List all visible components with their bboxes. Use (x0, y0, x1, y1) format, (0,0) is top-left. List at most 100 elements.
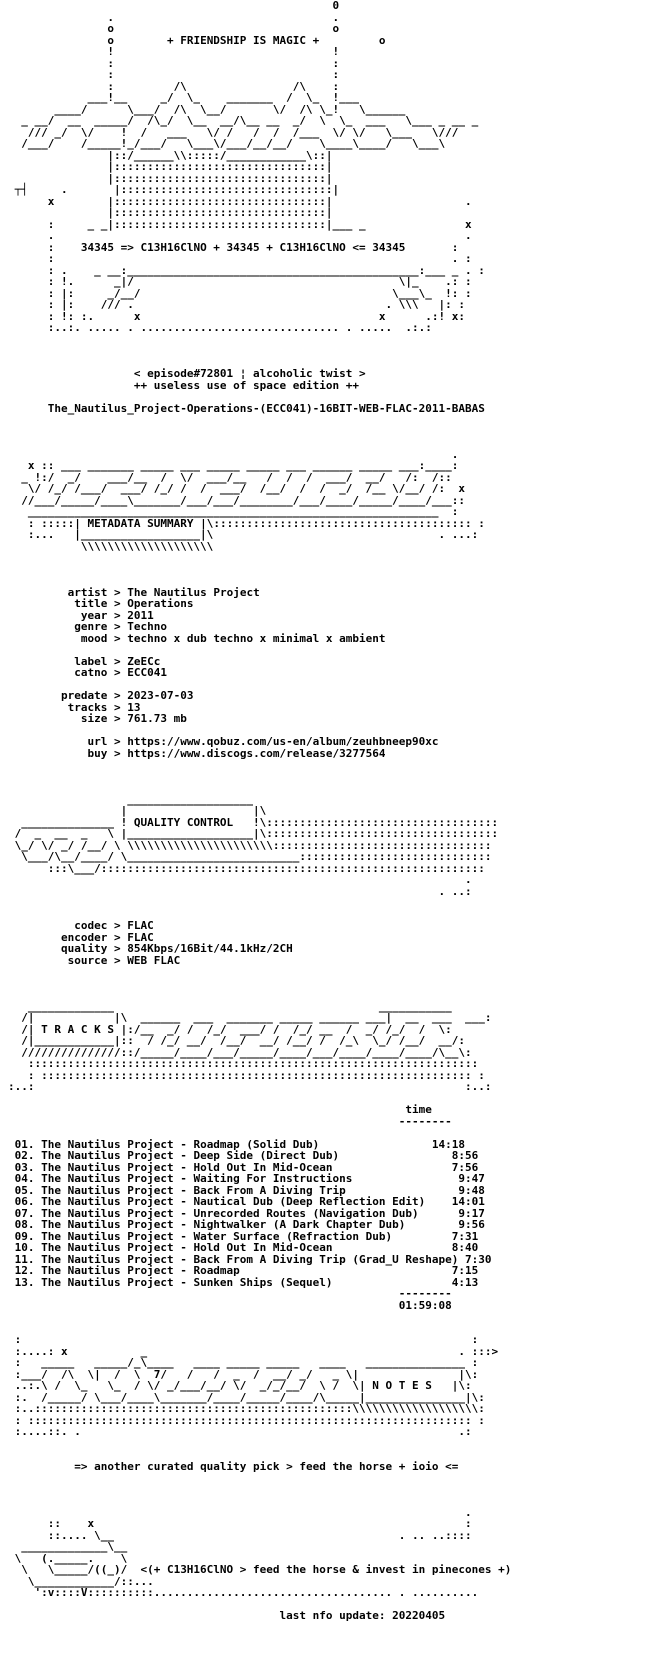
ascii-art: :....::. . .: (8, 1425, 472, 1438)
ascii-art: ':v::::V::::::::::......................… (8, 1586, 479, 1599)
ascii-art: : |: /// . . \\\ |: : (8, 298, 465, 311)
ascii-art: \ \_____/((_)/ <(+ C13H16ClNO > feed the… (8, 1563, 512, 1576)
track-row: 13. The Nautilus Project - Sunken Ships … (14, 1275, 479, 1289)
total-time-row: 01:59:08 (8, 1299, 511, 1312)
footer-tagline: <(+ C13H16ClNO > feed the horse & invest… (140, 1563, 512, 1576)
album-url-link[interactable]: https://www.qobuz.com/us-en/album/zeuhbn… (127, 735, 439, 748)
ascii-art: 0 (8, 0, 340, 12)
last-update: last nfo update: 20220405 (279, 1609, 446, 1622)
notes-heading: N O T E S (372, 1379, 432, 1392)
ascii-art: : ::::::::::::::::::::::::::::::::::::::… (8, 1068, 485, 1082)
ascii-art: | |\ (8, 804, 267, 817)
track-row: 08. The Nautilus Project - Nightwalker (… (14, 1218, 485, 1231)
time-header: time (405, 1103, 432, 1116)
metadata-row: buy > https://www.discogs.com/release/32… (87, 746, 386, 760)
track-row: 04. The Nautilus Project - Waiting For I… (14, 1172, 485, 1185)
track-row: 05. The Nautilus Project - Back From A D… (14, 1183, 485, 1197)
metadata-heading: METADATA SUMMARY (87, 516, 194, 530)
quality-row: encoder > FLAC (60, 930, 154, 944)
ascii-art: . (8, 1505, 472, 1519)
track-row: 06. The Nautilus Project - Nautical Dub … (14, 1195, 485, 1208)
ascii-art: _ !:/ _/ ___/__ / \/ ___/__ / / / ___/ _… (8, 470, 452, 484)
metadata-row: predate > 2023-07-03 (60, 689, 194, 702)
ascii-art: :..: :..: (8, 1080, 492, 1093)
ascii-art: x :: ___ _______ _____ ___ _____ _____ _… (8, 459, 459, 472)
ascii-art: : /\ /\ : (8, 79, 340, 93)
ascii-art: : ::::::::::::::::::::::::::::::::::::::… (8, 1413, 485, 1427)
track-row: 09. The Nautilus Project - Water Surface… (14, 1229, 479, 1243)
quality-heading: QUALITY CONTROL (133, 815, 234, 829)
ascii-art: \____________/::... (8, 1574, 154, 1588)
ascii-art: \_/ \/ _/ /__/ \ \\\\\\\\\\\\\\\\\\\\\\:… (8, 838, 492, 852)
ascii-art: |::/______\\:::::/____________\::| (8, 148, 333, 162)
metadata-row: catno > ECC041 (74, 666, 167, 679)
edition-text: ++ useless use of space edition ++ (133, 378, 360, 392)
ascii-art: o + FRIENDSHIP IS MAGIC + o (8, 33, 386, 47)
ascii-art: < episode#72801 ¦ alcoholic twist > (8, 368, 511, 380)
quality-row: source > WEB FLAC (67, 953, 181, 967)
buy-url-link[interactable]: https://www.discogs.com/release/3277564 (127, 746, 386, 760)
ascii-art: : . : (8, 252, 472, 265)
ascii-art: :....: x _ . :::> (8, 1344, 499, 1358)
notes-row: => another curated quality pick > feed t… (8, 1459, 511, 1473)
metadata-row: mood > techno x dub techno x minimal x a… (80, 631, 386, 645)
track-row: 03. The Nautilus Project - Hold Out In M… (14, 1160, 479, 1174)
ascii-art: . ..: (8, 884, 472, 898)
ascii-art: \\\\\\\\\\\\\\\\\\\\ (8, 539, 214, 553)
metadata-row: genre > Techno (74, 620, 167, 633)
ascii-art: / _ __ _ \ |___________________|\:::::::… (8, 827, 499, 840)
quality-row: codec > FLAC (74, 919, 154, 932)
ascii-art: \ (._____. \ (8, 1551, 472, 1565)
ascii-art: //___/_____/____\_______/___/___/_______… (8, 493, 465, 507)
notes-text: => another curated quality pick > feed t… (74, 1459, 459, 1473)
ascii-art: The_Nautilus_Project-Operations-(ECC041)… (8, 401, 511, 415)
ascii-art: : !. _|/ \|_ .: : (8, 275, 472, 288)
ascii-art: x |::::::::::::::::::::::::::::::::| . (8, 194, 472, 208)
ascii-art: : . _ __:_______________________________… (8, 263, 485, 277)
tracks-heading: T R A C K S (41, 1022, 114, 1036)
ascii-art: :::\___/::::::::::::::::::::::::::::::::… (8, 861, 485, 875)
ascii-art: : : (8, 68, 340, 81)
track-row: 02. The Nautilus Project - Deep Side (Di… (14, 1149, 479, 1162)
ascii-art: ________________________________________… (8, 505, 459, 518)
ascii-art: _____________\__ (8, 1540, 472, 1553)
ascii-art: ..:.\ / \_ \_ / \/ _/___/__/ \/ _/_/__/ … (8, 1379, 472, 1392)
ascii-art: : : (8, 1333, 479, 1346)
ascii-art: o o (8, 22, 340, 35)
ascii-art: : _ _|::::::::::::::::::::::::::::::::|_… (8, 217, 472, 231)
ascii-art: :___/ /\ \| / \ 7/ / / _ / __/ _/ _ \| |… (8, 1367, 479, 1381)
ascii-art: :..:::::::::::::::::::::::::::::::::::::… (8, 1402, 485, 1415)
ascii-art: \/ /_/ /___/ ___/ /_/ / / ___/ /__/ / / … (8, 482, 465, 495)
release-name: The_Nautilus_Project-Operations-(ECC041)… (47, 401, 485, 415)
track-row: 07. The Nautilus Project - Unrecorded Ro… (14, 1206, 485, 1220)
metadata-list: artist > The Nautilus Project title > Op… (8, 586, 511, 760)
ascii-art: : _____ _____/_\____ ____ _____ _____ __… (8, 1356, 479, 1369)
ascii-art: : :::::| METADATA SUMMARY |\::::::::::::… (8, 516, 485, 530)
ascii-art: _ __/ __ _____/ /\_/ \__ __/\__ __ _/ \ … (8, 114, 479, 127)
formula-text: 34345 => C13H16ClNO + 34345 + C13H16ClNO… (80, 240, 406, 254)
update-row: last nfo update: 20220405 (8, 1610, 511, 1622)
banner-text: + FRIENDSHIP IS MAGIC + (166, 33, 320, 47)
track-row: 12. The Nautilus Project - Roadmap 7:15 (14, 1264, 479, 1277)
ascii-art: /// _/ \/ ! / ___ \/ / / / /___ \/ \/ \_… (8, 125, 459, 139)
ascii-art: . . (8, 229, 472, 242)
track-row: 11. The Nautilus Project - Back From A D… (14, 1252, 492, 1266)
ascii-art: |::::::::::::::::::::::::::::::::| (8, 206, 333, 219)
episode-text: < episode#72801 ¦ alcoholic twist > (133, 367, 366, 380)
quality-list: codec > FLAC encoder > FLAC quality > 85… (8, 920, 511, 966)
nfo-document: 0 . . o o o + FRIENDSHIP IS MAGIC + o ! (8, 0, 511, 1622)
ascii-art: . (8, 447, 459, 461)
ascii-art: -------- (8, 1287, 452, 1300)
ascii-art: ____/ \___/ /\ \__/ \/ /\ \_! \______ (8, 102, 406, 116)
ascii-art: |::::::::::::::::::::::::::::::::| (8, 171, 333, 185)
ascii-art: /| T R A C K S |:/__ _/ / /_/ ___/ / /_/… (8, 1022, 452, 1036)
ascii-art: : 34345 => C13H16ClNO + 34345 + C13H16Cl… (8, 240, 459, 254)
ascii-art: ::.... \__ . .. ..:::: (8, 1528, 472, 1542)
ascii-art: :... |__________________|\ . ...: (8, 528, 479, 541)
ascii-art: ! ! (8, 45, 340, 58)
ascii-art: |::::::::::::::::::::::::::::::::| (8, 160, 333, 173)
metadata-row: title > Operations (74, 597, 194, 610)
metadata-row: label > ZeECc (74, 654, 161, 668)
ascii-art: ___!__ _/ \_ _______ / \_ !___ (8, 91, 359, 104)
track-row: 10. The Nautilus Project - Hold Out In M… (14, 1241, 479, 1254)
